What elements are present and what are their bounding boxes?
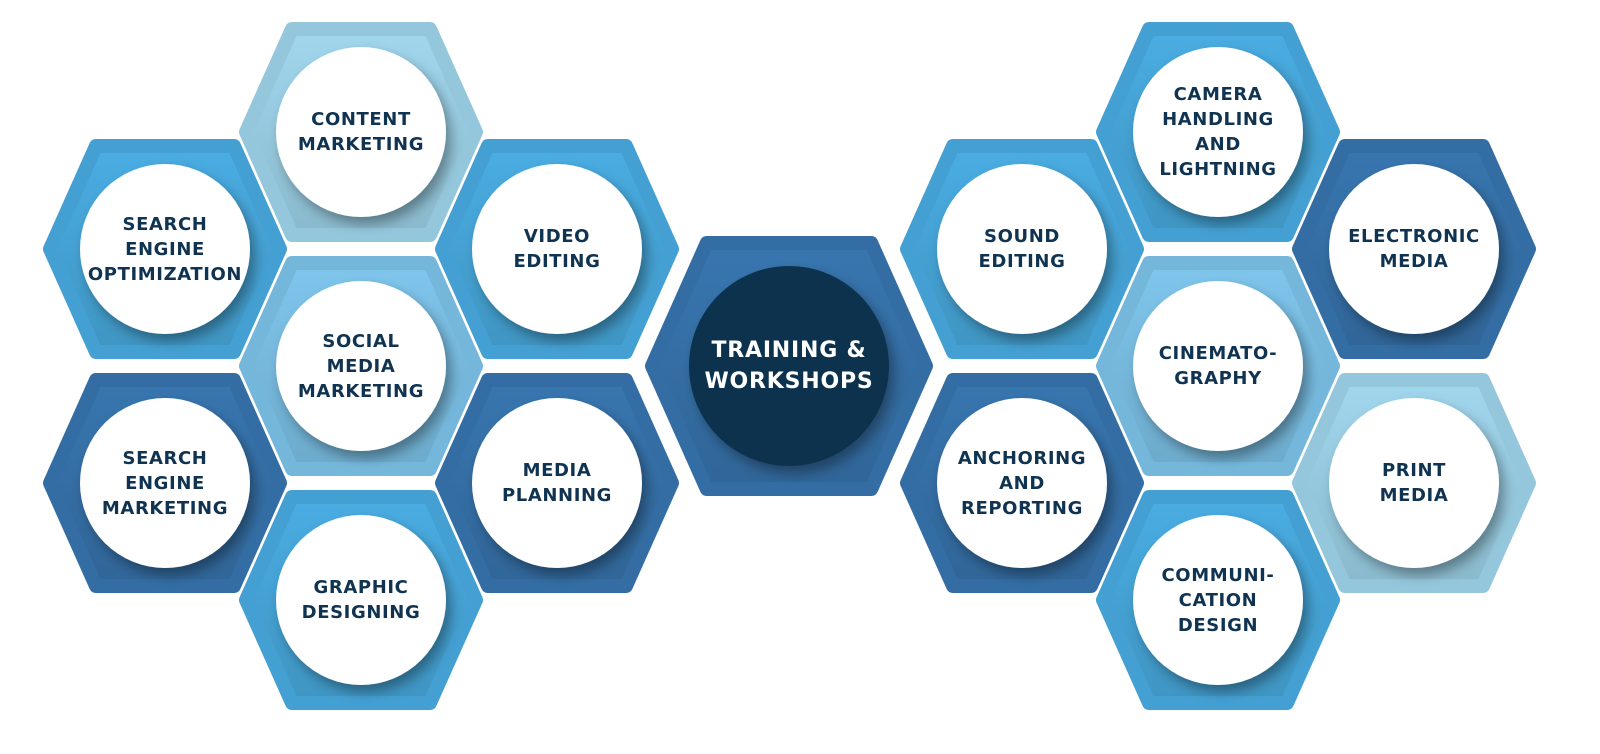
topic-video-editing-label: VIDEO EDITING bbox=[472, 164, 642, 334]
topic-anchoring-reporting-label-line: REPORTING bbox=[961, 497, 1083, 519]
topic-camera-handling-label: CAMERA HANDLING AND LIGHTNING bbox=[1133, 47, 1303, 217]
topic-media-planning-label-line: MEDIA bbox=[522, 460, 592, 481]
center-training-workshops-label-line: TRAINING & bbox=[711, 338, 867, 363]
topic-sound-editing-label-line: EDITING bbox=[978, 251, 1066, 272]
topic-print-media-label: PRINT MEDIA bbox=[1329, 398, 1499, 568]
topic-graphic-designing-label-line: DESIGNING bbox=[301, 602, 421, 623]
topic-search-engine-marketing-label-line: SEARCH bbox=[122, 447, 208, 469]
topic-print-media-shape bbox=[1292, 373, 1536, 593]
topic-video-editing-label-line: VIDEO bbox=[523, 226, 591, 247]
topic-cinematography-label-line: GRAPHY bbox=[1174, 368, 1262, 389]
topic-media-planning-label: MEDIA PLANNING bbox=[472, 398, 642, 568]
topic-communication-design-circle bbox=[1133, 515, 1303, 685]
topic-search-engine-optimization-label-line: SEARCH bbox=[122, 213, 208, 235]
topic-electronic-media-shape bbox=[1292, 139, 1536, 359]
topic-content-marketing-label-line: CONTENT bbox=[311, 109, 411, 130]
topic-video-editing-label-line: EDITING bbox=[513, 251, 601, 272]
topic-communication-design-label-line: DESIGN bbox=[1177, 614, 1259, 636]
topic-camera-handling-label-line: CAMERA bbox=[1173, 84, 1263, 105]
topic-electronic-media-label-line: ELECTRONIC bbox=[1348, 226, 1480, 247]
topic-anchoring-reporting-shape bbox=[900, 373, 1144, 593]
center-training-workshops-shape bbox=[645, 236, 933, 496]
topic-search-engine-optimization-label-line: OPTIMIZATION bbox=[87, 263, 243, 285]
center-training-workshops-label: TRAINING & WORKSHOPS bbox=[689, 266, 889, 466]
topic-electronic-media-label-line: MEDIA bbox=[1379, 251, 1449, 272]
topic-camera-handling-label-line: HANDLING bbox=[1162, 109, 1274, 130]
topic-social-media-marketing: SOCIAL MEDIA MARKETING bbox=[239, 256, 483, 476]
topic-communication-design: COMMUNI- CATION DESIGN bbox=[1096, 490, 1340, 710]
topic-social-media-marketing-label: SOCIAL MEDIA MARKETING bbox=[276, 281, 446, 451]
topic-sound-editing: SOUND EDITING bbox=[900, 139, 1144, 359]
topic-anchoring-reporting-circle bbox=[937, 398, 1107, 568]
topic-search-engine-optimization-shape bbox=[43, 139, 287, 359]
topic-print-media-circle bbox=[1329, 398, 1499, 568]
topic-sound-editing-label: SOUND EDITING bbox=[937, 164, 1107, 334]
topic-sound-editing-shape bbox=[900, 139, 1144, 359]
topic-search-engine-marketing-shape bbox=[43, 373, 287, 593]
topic-electronic-media-circle bbox=[1329, 164, 1499, 334]
topic-search-engine-marketing-label-line: ENGINE bbox=[125, 472, 205, 494]
topic-media-planning-shape bbox=[435, 373, 679, 593]
topic-content-marketing-circle bbox=[276, 47, 446, 217]
topic-search-engine-optimization-label-line: ENGINE bbox=[125, 238, 205, 260]
topic-search-engine-marketing-label-line: MARKETING bbox=[101, 497, 229, 519]
topic-camera-handling: CAMERA HANDLING AND LIGHTNING bbox=[1096, 22, 1340, 242]
topic-social-media-marketing-label-line: SOCIAL bbox=[322, 330, 400, 352]
topic-cinematography: CINEMATO- GRAPHY bbox=[1096, 256, 1340, 476]
topic-communication-design-label-line: COMMUNI- bbox=[1161, 564, 1275, 586]
topic-social-media-marketing-label-line: MEDIA bbox=[326, 355, 396, 377]
topic-print-media-label-line: PRINT bbox=[1381, 460, 1447, 481]
topic-electronic-media: ELECTRONIC MEDIA bbox=[1292, 139, 1536, 359]
topic-social-media-marketing-label-line: MARKETING bbox=[297, 380, 425, 402]
topic-sound-editing-circle bbox=[937, 164, 1107, 334]
topic-media-planning: MEDIA PLANNING bbox=[435, 373, 679, 593]
topic-social-media-marketing-shape bbox=[239, 256, 483, 476]
topic-search-engine-marketing: SEARCH ENGINE MARKETING bbox=[43, 373, 287, 593]
topic-cinematography-shape bbox=[1096, 256, 1340, 476]
center-training-workshops-label-line: WORKSHOPS bbox=[704, 369, 874, 394]
topic-print-media: PRINT MEDIA bbox=[1292, 373, 1536, 593]
center-training-workshops: TRAINING & WORKSHOPS bbox=[645, 236, 933, 496]
topic-search-engine-optimization: SEARCH ENGINE OPTIMIZATION bbox=[43, 139, 287, 359]
topic-search-engine-optimization-label: SEARCH ENGINE OPTIMIZATION bbox=[80, 164, 250, 334]
topic-search-engine-marketing-circle bbox=[80, 398, 250, 568]
topic-video-editing-shape bbox=[435, 139, 679, 359]
topic-electronic-media-label: ELECTRONIC MEDIA bbox=[1329, 164, 1499, 334]
topic-camera-handling-shape bbox=[1096, 22, 1340, 242]
topic-cinematography-label: CINEMATO- GRAPHY bbox=[1133, 281, 1303, 451]
topic-graphic-designing-label-line: GRAPHIC bbox=[313, 577, 409, 598]
topic-graphic-designing-label: GRAPHIC DESIGNING bbox=[276, 515, 446, 685]
center-training-workshops-circle bbox=[689, 266, 889, 466]
topic-print-media-label-line: MEDIA bbox=[1379, 485, 1449, 506]
topic-content-marketing-label-line: MARKETING bbox=[297, 134, 425, 155]
topic-search-engine-optimization-circle bbox=[80, 164, 250, 334]
topic-media-planning-circle bbox=[472, 398, 642, 568]
topic-anchoring-reporting-label-line: AND bbox=[999, 472, 1045, 494]
topic-graphic-designing: GRAPHIC DESIGNING bbox=[239, 490, 483, 710]
topic-communication-design-shape bbox=[1096, 490, 1340, 710]
topic-camera-handling-label-line: AND bbox=[1195, 134, 1241, 155]
topic-graphic-designing-circle bbox=[276, 515, 446, 685]
topic-anchoring-reporting: ANCHORING AND REPORTING bbox=[900, 373, 1144, 593]
topic-content-marketing: CONTENT MARKETING bbox=[239, 22, 483, 242]
topic-communication-design-label-line: CATION bbox=[1178, 589, 1258, 611]
topic-anchoring-reporting-label-line: ANCHORING bbox=[957, 447, 1087, 469]
topic-content-marketing-shape bbox=[239, 22, 483, 242]
topic-sound-editing-label-line: SOUND bbox=[984, 226, 1060, 247]
topic-cinematography-label-line: CINEMATO- bbox=[1158, 343, 1278, 364]
topic-communication-design-label: COMMUNI- CATION DESIGN bbox=[1133, 515, 1303, 685]
topic-content-marketing-label: CONTENT MARKETING bbox=[276, 47, 446, 217]
topic-graphic-designing-shape bbox=[239, 490, 483, 710]
topic-video-editing: VIDEO EDITING bbox=[435, 139, 679, 359]
topic-search-engine-marketing-label: SEARCH ENGINE MARKETING bbox=[80, 398, 250, 568]
topic-anchoring-reporting-label: ANCHORING AND REPORTING bbox=[937, 398, 1107, 568]
topic-social-media-marketing-circle bbox=[276, 281, 446, 451]
topic-video-editing-circle bbox=[472, 164, 642, 334]
topic-media-planning-label-line: PLANNING bbox=[501, 485, 613, 506]
topic-camera-handling-label-line: LIGHTNING bbox=[1159, 159, 1277, 180]
topic-camera-handling-circle bbox=[1133, 47, 1303, 217]
topic-cinematography-circle bbox=[1133, 281, 1303, 451]
